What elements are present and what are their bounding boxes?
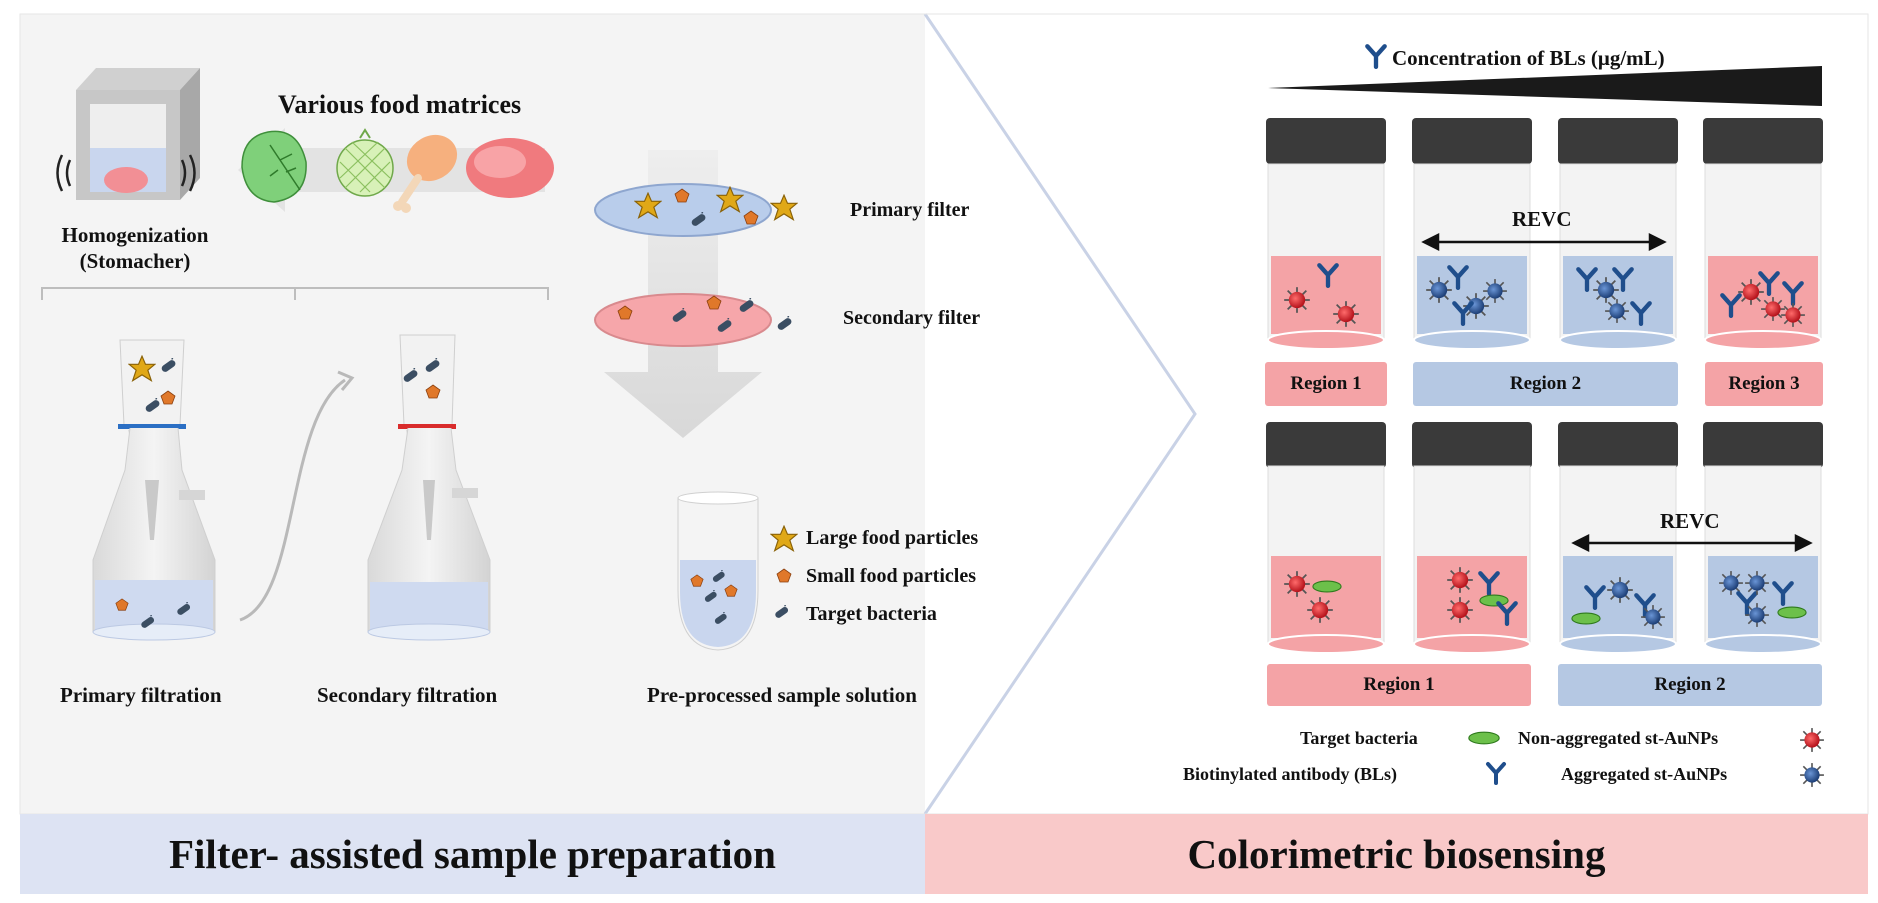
- target-bacteria-icon: [1468, 731, 1500, 745]
- np-red: [1446, 596, 1474, 624]
- melon-icon: [336, 128, 394, 197]
- np-blue: [1606, 576, 1634, 604]
- revc-label-top: REVC: [1512, 207, 1572, 231]
- np-red: [1332, 300, 1360, 328]
- bottom-region-2: Region 2: [1558, 664, 1822, 706]
- revc-arrow-bottom: [1571, 533, 1813, 553]
- legend-aggregated: Aggregated st-AuNPs: [1561, 764, 1728, 784]
- chevron-divider: [923, 13, 1197, 815]
- concentration-wedge: [1268, 66, 1822, 106]
- right-banner-bg: [925, 814, 1868, 894]
- np-red: [1737, 278, 1765, 306]
- vial-1-4: [1703, 118, 1823, 350]
- top-region-3: Region 3: [1705, 362, 1823, 406]
- stomacher-icon: [56, 68, 200, 200]
- bottom-region-1: Region 1: [1267, 664, 1531, 706]
- np-blue: [1425, 276, 1453, 304]
- right-banner-title: Colorimetric biosensing: [1187, 831, 1606, 877]
- preprocessed-label: Pre-processed sample solution: [647, 683, 917, 707]
- revc-arrow-top: [1421, 232, 1667, 252]
- np-blue: [1640, 604, 1666, 630]
- non-aggregated-icon: [1799, 727, 1825, 753]
- bacteria: [1777, 606, 1807, 619]
- meat-icon: [466, 138, 554, 198]
- legend-small-particles: Small food particles: [806, 565, 976, 587]
- vial-2-1: [1266, 422, 1386, 654]
- secondary-filter-label: Secondary filter: [843, 307, 981, 329]
- food-matrices-label: Various food matrices: [278, 90, 522, 119]
- legend-target-bacteria: Target bacteria: [806, 603, 937, 625]
- sample-tube: [677, 491, 759, 651]
- primary-filtration-label: Primary filtration: [60, 683, 222, 707]
- vial-1-1: [1266, 118, 1386, 350]
- left-banner-bg: [20, 814, 925, 894]
- legend-target-bacteria-right: Target bacteria: [1300, 728, 1418, 748]
- homogenization-line2: (Stomacher): [79, 249, 191, 273]
- top-region-1: Region 1: [1265, 362, 1387, 406]
- chicken-leg-icon: [393, 134, 458, 213]
- lettuce-icon: [241, 130, 307, 203]
- revc-label-bottom: REVC: [1660, 509, 1720, 533]
- homogenization-line1: Homogenization: [61, 223, 209, 247]
- np-red: [1283, 570, 1311, 598]
- np-red: [1283, 286, 1311, 314]
- top-region-2: Region 2: [1413, 362, 1678, 406]
- vial-2-4: [1703, 422, 1823, 654]
- np-blue: [1482, 278, 1508, 304]
- np-red: [1306, 596, 1334, 624]
- np-blue: [1604, 298, 1630, 324]
- bacteria: [1571, 612, 1601, 625]
- bacteria: [1312, 580, 1342, 593]
- legend-non-aggregated: Non-aggregated st-AuNPs: [1518, 728, 1719, 748]
- homogenization-label: Homogenization (Stomacher): [40, 222, 230, 274]
- np-blue: [1744, 602, 1770, 628]
- secondary-filtration-label: Secondary filtration: [317, 683, 498, 707]
- np-red: [1446, 566, 1474, 594]
- secondary-flask: [367, 334, 491, 641]
- bacteria: [1479, 594, 1509, 607]
- vial-2-2: [1412, 422, 1532, 654]
- np-blue: [1592, 276, 1620, 304]
- aggregated-icon: [1799, 762, 1825, 788]
- np-red: [1760, 296, 1786, 322]
- np-red: [1780, 302, 1806, 328]
- vial-1-2: [1412, 118, 1532, 350]
- legend-biotinylated-antibody: Biotinylated antibody (BLs): [1183, 764, 1398, 784]
- primary-filter-label: Primary filter: [850, 199, 970, 221]
- concentration-label: Concentration of BLs (μg/mL): [1392, 46, 1665, 70]
- np-blue: [1744, 570, 1770, 596]
- left-banner-title: Filter- assisted sample preparation: [169, 831, 776, 877]
- legend-large-particles: Large food particles: [806, 527, 979, 549]
